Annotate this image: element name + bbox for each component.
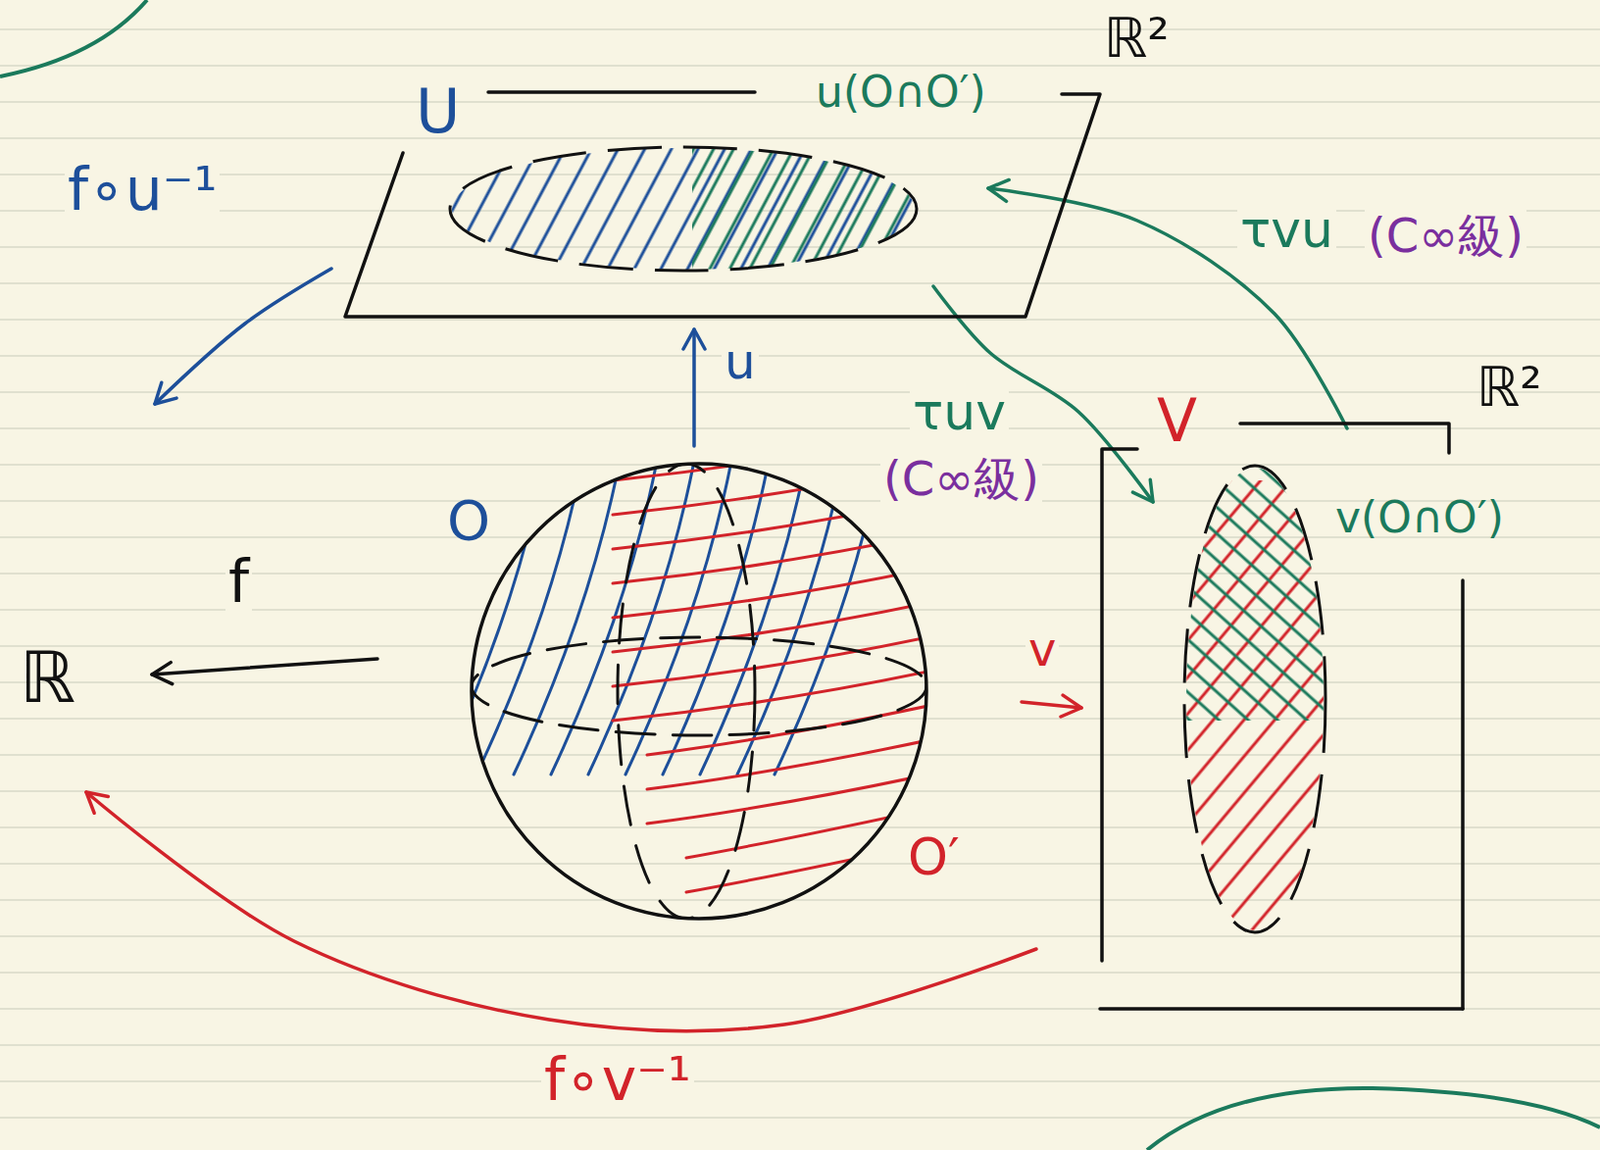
map-label: f∘v⁻¹ [541, 1047, 695, 1112]
region-label: ℝ² [1103, 7, 1170, 69]
subset-label: O′ [907, 829, 960, 886]
corner-arc [0, 0, 148, 77]
map-arrow [154, 268, 332, 404]
subset-label: v(O∩O′) [1335, 494, 1504, 542]
region-label: ℝ² [1476, 356, 1543, 418]
region-label: V [1156, 388, 1198, 453]
real-line-node: ℝ [13, 635, 82, 721]
subset-label: u(O∩O′) [815, 68, 987, 116]
sphere-node: OO′ [469, 461, 929, 921]
map-arrow [1021, 701, 1082, 708]
smoothness-note: (C∞級) [1364, 209, 1527, 262]
ruled-lines [0, 29, 1600, 1118]
map-label: u [721, 335, 759, 390]
open-set-node: Vv(O∩O′) [1183, 463, 1327, 935]
map-label: f [225, 549, 252, 614]
plane-node: ℝ² Vv(O∩O′) [1100, 421, 1465, 1011]
region-ellipse [1183, 463, 1327, 935]
map-label: τvu [1237, 201, 1337, 258]
open-set-node: Uu(O∩O′) [448, 145, 919, 273]
map-label: f∘u⁻¹ [64, 156, 220, 222]
map-label: v [1025, 623, 1059, 676]
region-label: U [415, 78, 460, 146]
region-ellipse [448, 145, 919, 273]
map-label: τuv [909, 384, 1009, 441]
plane-node: ℝ² Uu(O∩O′) [345, 92, 1100, 317]
corner-arc [1147, 1088, 1600, 1150]
smoothness-note: (C∞級) [880, 452, 1043, 505]
region-label: ℝ [19, 639, 76, 717]
map-arrow [151, 658, 378, 675]
map-arrow [692, 329, 697, 447]
map-arrow [86, 792, 1037, 1032]
region-label: O [447, 490, 491, 551]
sphere [469, 461, 929, 921]
